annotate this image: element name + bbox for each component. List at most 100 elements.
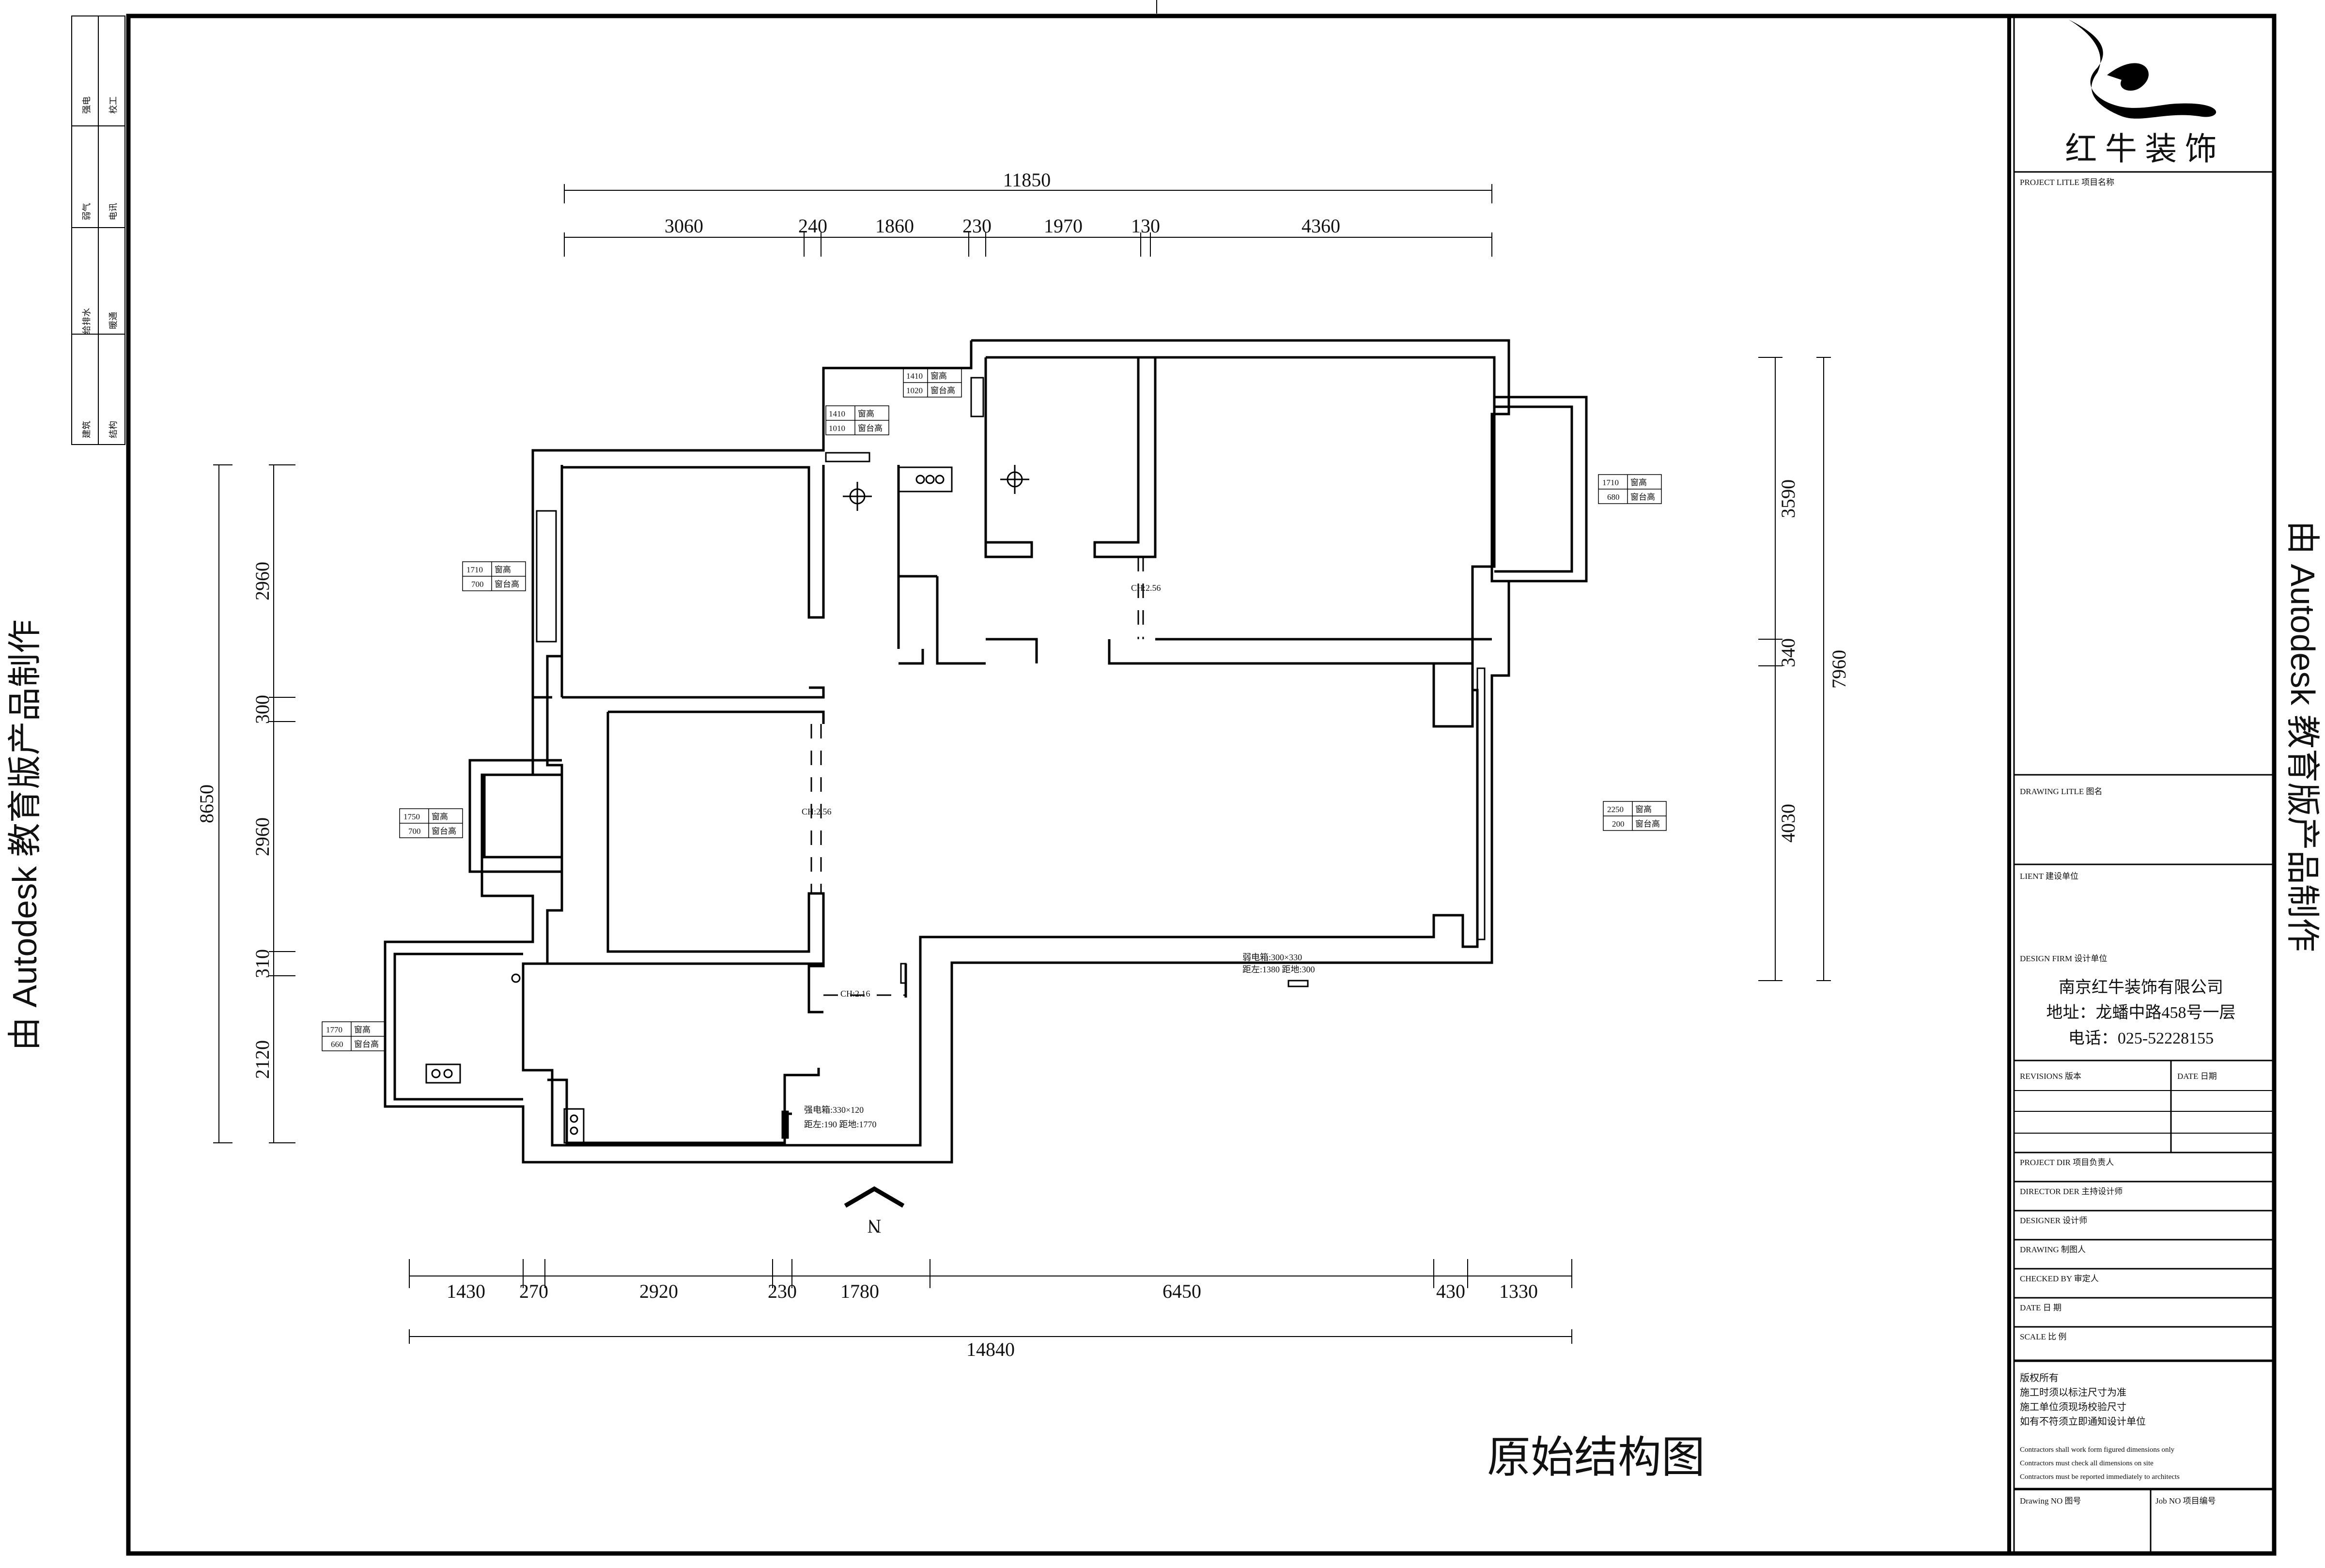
door-openings	[810, 557, 1144, 996]
note-cn: 施工时须以标注尺寸为准	[2020, 1387, 2126, 1398]
dim-bottom: 1330	[1499, 1280, 1538, 1302]
dim-bottom: 6450	[1162, 1280, 1201, 1302]
watermark-left: 由 Autodesk 教育版产品制作	[6, 619, 44, 1051]
weak-box-position: 距左:1380 距地:300	[1242, 965, 1315, 974]
company-logo: 红 牛 装 饰	[2065, 19, 2217, 167]
strong-box-position: 距左:190 距地:1770	[804, 1120, 877, 1129]
checked-by-label: CHECKED BY 审定人	[2020, 1274, 2099, 1283]
room-wall	[984, 357, 1033, 558]
svg-text:窗台高: 窗台高	[1635, 819, 1660, 829]
strip-label: 暖通	[108, 312, 118, 329]
strip-label: 电讯	[108, 203, 118, 220]
balcony-wall	[384, 940, 523, 1108]
balcony-wall	[1494, 396, 1588, 583]
svg-text:窗台高: 窗台高	[432, 827, 456, 836]
note-en: Contractors must check all dimensions on…	[2020, 1460, 2154, 1467]
svg-text:窗台高: 窗台高	[1630, 492, 1655, 502]
balcony-wall	[1494, 405, 1573, 573]
design-firm-label: DESIGN FIRM 设计单位	[2020, 954, 2107, 963]
logo-mark	[2068, 19, 2216, 119]
company-logo-text: 红 牛 装 饰	[2065, 132, 2217, 167]
drawing-label: DRAWING 制图人	[2020, 1245, 2086, 1254]
washer-fixture	[563, 1108, 585, 1144]
dim-right: 340	[1777, 638, 1799, 667]
note-cn: 施工单位须现场校验尺寸	[2020, 1401, 2126, 1413]
designer-label: DESIGNER 设计师	[2020, 1216, 2087, 1225]
dim-left: 310	[251, 949, 273, 978]
sheet-border	[126, 14, 2277, 1556]
dim-top: 1970	[1044, 215, 1083, 237]
room-wall	[1108, 639, 1472, 665]
stove-fixture	[898, 466, 953, 492]
title-block-lines	[2014, 171, 2274, 1553]
dim-bottom: 1430	[447, 1280, 485, 1302]
svg-text:窗台高: 窗台高	[495, 580, 519, 589]
strip-label: 弱气	[82, 203, 92, 220]
left-strip	[71, 15, 125, 445]
project-title-label: PROJECT LITLE 项目名称	[2020, 178, 2114, 187]
room-wall	[1432, 663, 1474, 728]
room-wall	[936, 576, 986, 665]
dim-bottom: 230	[768, 1280, 797, 1302]
svg-text:700: 700	[471, 580, 484, 589]
copyright-text: 版权所有	[2020, 1372, 2059, 1384]
dim-top: 240	[798, 215, 827, 237]
strip-label: 强电	[82, 96, 92, 114]
svg-text:窗高: 窗高	[1635, 805, 1652, 814]
dim-bottom-total: 14840	[966, 1338, 1015, 1360]
drain-fixture	[511, 973, 521, 983]
svg-text:1710: 1710	[466, 565, 483, 574]
weak-box-fixture	[1287, 980, 1309, 987]
fixtures	[425, 465, 1309, 1144]
bay-wall	[483, 773, 562, 859]
room-wall	[1093, 357, 1157, 558]
dim-bottom: 270	[519, 1280, 548, 1302]
firm-address: 地址：龙蟠中路458号一层	[2046, 1003, 2236, 1022]
annotations: CH:2.56 CH:2.56 CH:2.16 弱电箱:300×330 距左:1…	[802, 583, 1315, 1129]
north-arrow: N	[844, 1186, 905, 1237]
drawing-title-label: DRAWING LITLE 图名	[2020, 787, 2103, 796]
outer-wall	[384, 339, 1510, 1164]
north-label: N	[868, 1215, 882, 1237]
project-dir-label: PROJECT DIR 项目负责人	[2020, 1158, 2114, 1167]
date-label: DATE 日 期	[2020, 1303, 2062, 1312]
svg-text:窗高: 窗高	[930, 371, 947, 381]
dim-top: 1860	[875, 215, 914, 237]
note-en: Contractors shall work form figured dime…	[2020, 1446, 2175, 1454]
firm-info: 南京红牛装饰有限公司 地址：龙蟠中路458号一层 电话：025-52228155	[2046, 978, 2236, 1047]
ceiling-light-fixture	[843, 482, 872, 511]
firm-phone: 电话：025-52228155	[2068, 1029, 2214, 1047]
svg-text:窗台高: 窗台高	[858, 424, 883, 433]
balcony-wall	[393, 953, 523, 1101]
dimension-labels: 11850 3060 240 1860 230 1970 130 4360 14…	[196, 169, 1850, 1360]
svg-text:2250: 2250	[1607, 805, 1624, 814]
dim-top-total: 11850	[1003, 169, 1051, 191]
svg-text:1010: 1010	[829, 424, 845, 433]
ceiling-height-label: CH:2.16	[840, 989, 870, 999]
dim-top: 4360	[1302, 215, 1340, 237]
weak-box-label: 弱电箱:300×330	[1242, 953, 1302, 962]
room-wall	[547, 1068, 820, 1144]
dimension-lines	[213, 184, 1831, 1344]
dim-bottom: 1780	[840, 1280, 879, 1302]
dim-right-total: 7960	[1828, 650, 1850, 689]
scale-label: SCALE 比 例	[2020, 1332, 2066, 1341]
dim-left: 2960	[251, 562, 273, 600]
title-block-text: PROJECT LITLE 项目名称 DRAWING LITLE 图名 LIEN…	[2020, 178, 2217, 1506]
dim-left-total: 8650	[196, 784, 217, 823]
svg-text:1410: 1410	[829, 409, 845, 418]
room-wall	[523, 1069, 554, 1145]
watermark-right: 由 Autodesk 教育版产品制作	[2284, 521, 2322, 952]
firm-name: 南京红牛装饰有限公司	[2059, 978, 2223, 997]
stove-fixture	[425, 1063, 461, 1084]
svg-text:680: 680	[1607, 492, 1620, 502]
client-label: LIENT 建设单位	[2020, 872, 2078, 881]
dim-left: 2120	[251, 1040, 273, 1079]
walls	[384, 339, 1588, 1164]
dim-top: 3060	[665, 215, 703, 237]
room-wall	[608, 710, 825, 724]
